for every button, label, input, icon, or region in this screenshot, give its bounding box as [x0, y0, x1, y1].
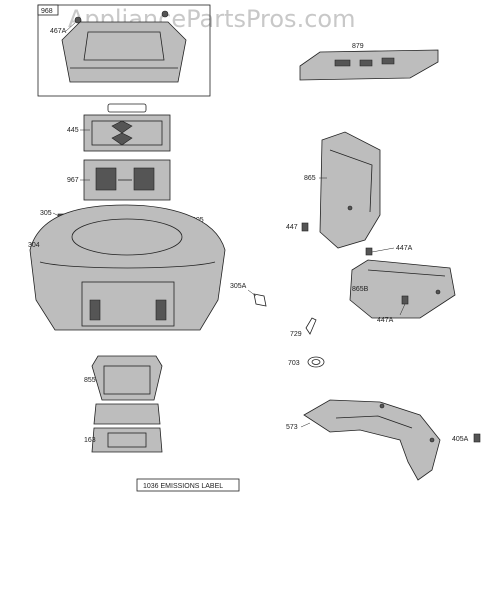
link-729 [305, 317, 317, 335]
part-865-group[interactable]: 865 [304, 131, 381, 249]
air-cleaner-cover-window [83, 31, 165, 61]
part-703-group[interactable]: 703 [288, 356, 325, 368]
blower-housing-opening [71, 218, 183, 256]
part-405A-group[interactable]: 405A [452, 433, 481, 443]
gasket-163 [91, 427, 163, 453]
cover-plate-573-hole-a [379, 403, 385, 409]
part-447-group[interactable]: 447 [286, 222, 309, 232]
callout-405A: 405A [452, 436, 469, 443]
air-filter [83, 114, 171, 152]
intake-adapter-flange [93, 403, 161, 425]
filter-pattern [111, 120, 133, 146]
callout-305-left: 305 [40, 210, 52, 217]
part-573-group[interactable]: 573 [286, 399, 441, 481]
air-filter-pleats [91, 120, 163, 146]
blower-housing-duct [81, 281, 175, 327]
blower-housing-ridge [39, 261, 216, 269]
grommet-703 [307, 356, 325, 368]
part-968-group[interactable]: 968 467A [37, 4, 211, 97]
callout-865: 865 [304, 175, 316, 182]
part-967-group[interactable]: 967 [67, 159, 171, 201]
air-cleaner-cover [61, 21, 187, 83]
baffle-865B-hole [435, 289, 441, 295]
baffle-865B-fold [367, 269, 446, 277]
callout-968: 968 [41, 8, 53, 15]
intake-adapter [91, 355, 163, 401]
screw-447A-top [365, 247, 373, 256]
baffle-865-fold [329, 149, 373, 213]
leader-447A-bottom [399, 303, 406, 316]
screw-447 [301, 222, 309, 232]
baffle-865 [319, 131, 381, 249]
leader-447A-top [371, 247, 395, 253]
intake-adapter-opening [103, 365, 151, 395]
part-447A-bottom-group[interactable]: 447A [377, 295, 409, 324]
part-879-slots [334, 57, 395, 67]
callout-855: 855 [84, 377, 96, 384]
part-305A-group[interactable]: 305A [230, 283, 267, 307]
emissions-label-text: 1036 EMISSIONS LABEL [143, 483, 223, 490]
leader-467A [65, 21, 77, 32]
pre-cleaner-right-block [133, 167, 155, 191]
callout-445: 445 [67, 127, 79, 134]
baffle-865-hole [347, 205, 353, 211]
callout-163: 163 [84, 437, 96, 444]
knob-left [74, 16, 82, 24]
blower-housing-vents [89, 299, 167, 321]
part-445-group[interactable]: 445 [67, 103, 171, 152]
callout-304: 304 [28, 242, 40, 249]
filter-handle [107, 103, 147, 113]
callout-703: 703 [288, 360, 300, 367]
callout-967: 967 [67, 177, 79, 184]
leader-573 [300, 422, 311, 428]
callout-865B: 865B [352, 286, 369, 293]
grommet-703-inner [311, 359, 321, 365]
part-729-group[interactable]: 729 [290, 317, 317, 338]
callout-729: 729 [290, 331, 302, 338]
screw-447A-bottom [401, 295, 409, 305]
part-968-frame [37, 4, 211, 97]
callout-305A: 305A [230, 283, 247, 290]
part-855-group[interactable]: 855 [84, 355, 163, 425]
emissions-label-box [136, 478, 240, 492]
part-865B-group[interactable]: 865B [349, 259, 456, 319]
gasket-163-opening [107, 432, 147, 448]
knob-right [161, 10, 169, 18]
callout-447A-top: 447A [396, 245, 413, 252]
part-304-group[interactable]: 304 [28, 204, 226, 331]
callout-573: 573 [286, 424, 298, 431]
callout-879: 879 [352, 43, 364, 50]
part-879-group[interactable]: 879 [299, 43, 439, 81]
part-163-group[interactable]: 163 [84, 427, 163, 453]
part-447A-top-group[interactable]: 447A [365, 245, 413, 256]
blower-housing [29, 204, 226, 331]
cover-plate-573 [303, 399, 441, 481]
pre-cleaner-left-block [95, 167, 117, 191]
cover-plate-573-hole-b [429, 437, 435, 443]
leader-305A [247, 289, 257, 297]
callout-447A-bottom: 447A [377, 317, 394, 324]
emissions-label-group[interactable]: 1036 EMISSIONS LABEL [136, 478, 240, 492]
callout-447: 447 [286, 224, 298, 231]
screw-405A [473, 433, 481, 443]
callout-467A: 467A [50, 28, 67, 35]
part-968-tag [37, 4, 59, 16]
cover-plate-573-edge [335, 415, 413, 429]
clip-305A [253, 293, 267, 307]
